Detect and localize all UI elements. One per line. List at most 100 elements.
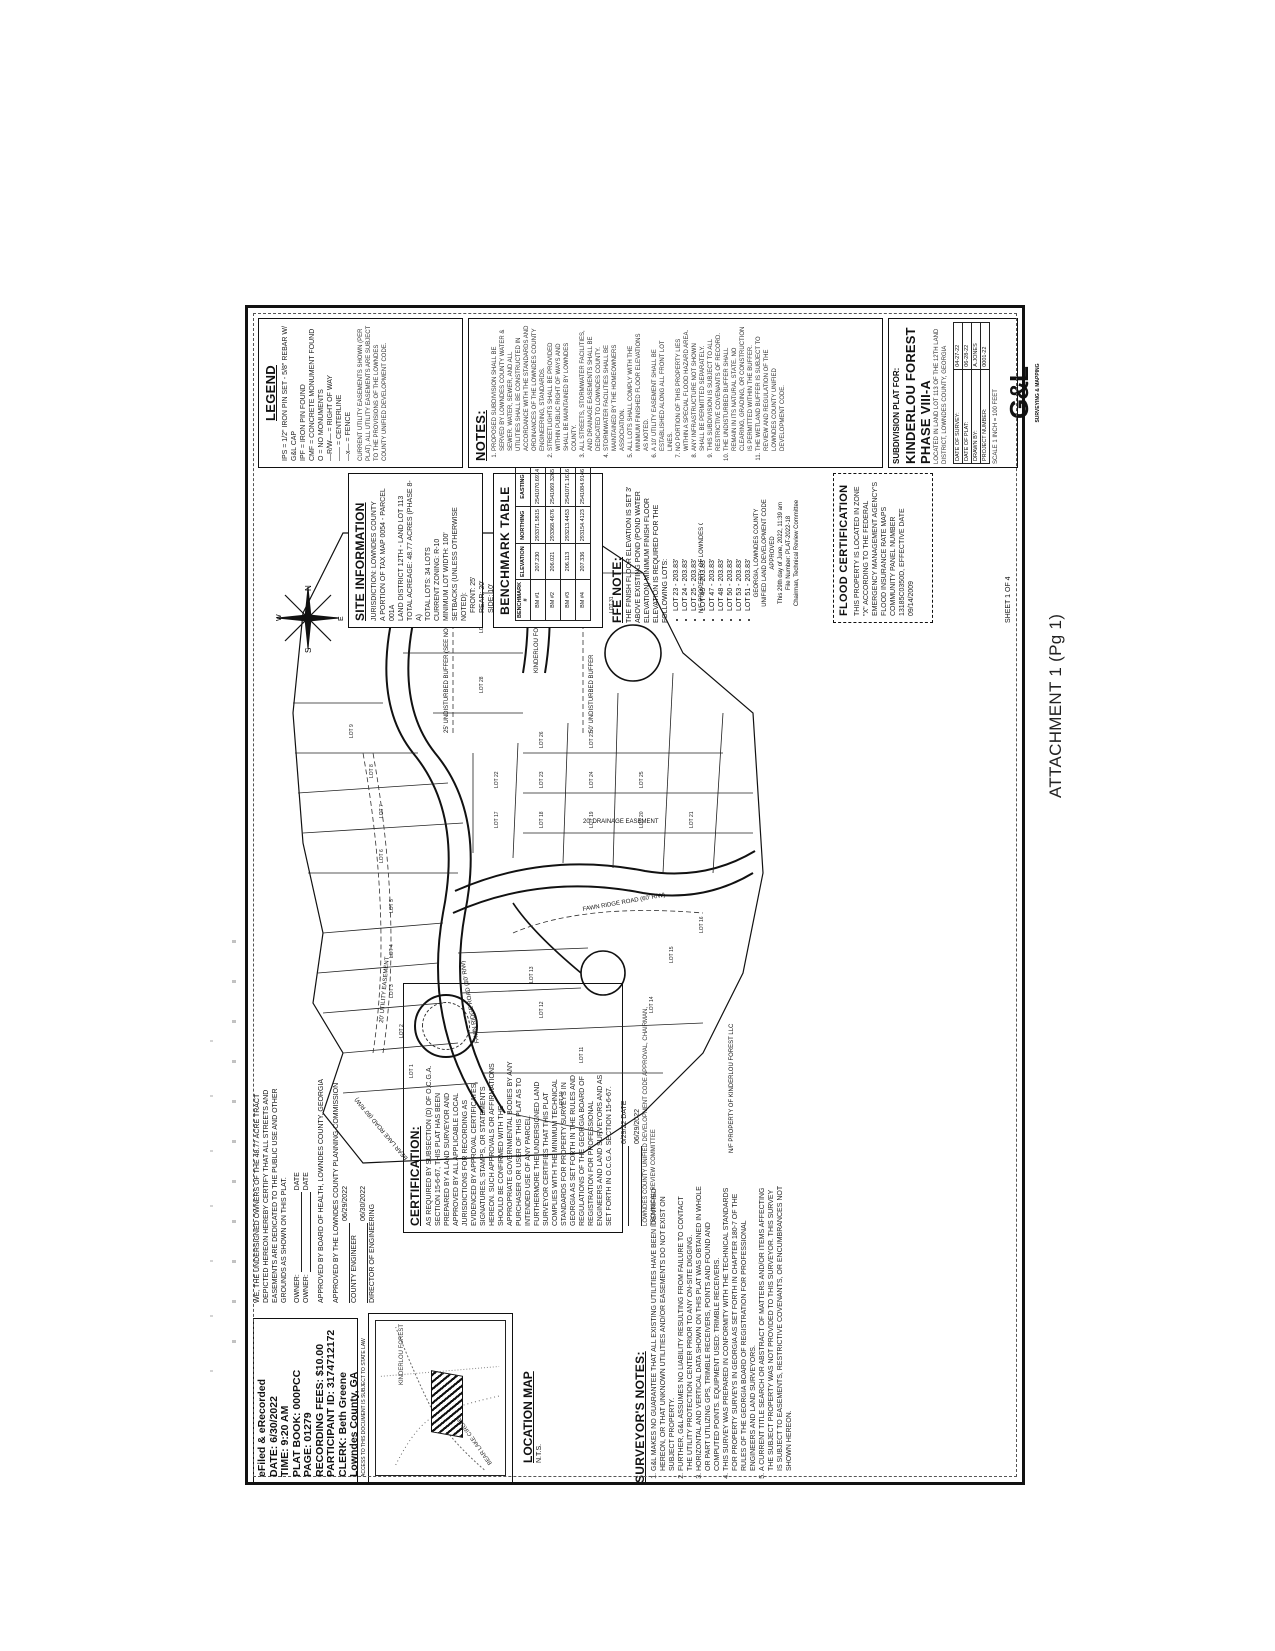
svg-text:N: N bbox=[304, 585, 313, 591]
approval-line: UNIFIED LAND DEVELOPMENT CODE bbox=[762, 499, 768, 607]
surveyor-notes-title: SURVEYOR'S NOTES: bbox=[633, 1351, 647, 1483]
legend-title: LEGEND bbox=[263, 365, 278, 421]
site-info-line: MINIMUM LOT WIDTH: 100' bbox=[443, 532, 450, 621]
legend-item: IPS = 1/2" IRON PIN SET - 5/8" REBAR W/ … bbox=[282, 326, 298, 461]
table-row: BM #2 206.021 293368.4676 2541069.3265 P… bbox=[545, 447, 561, 621]
cell: PROJECT NUMBER: bbox=[980, 369, 990, 464]
title-block-title: KINDERLOU FOREST PHASE VIII-A bbox=[903, 327, 933, 464]
site-info-line: TOTAL LOTS: 34 LOTS bbox=[425, 547, 432, 621]
svg-text:S: S bbox=[304, 648, 313, 653]
title-block-table: DATE OF SURVEY:04-27-22 DATE OF PLAT:06-… bbox=[953, 322, 990, 464]
svg-text:LOT 24: LOT 24 bbox=[589, 771, 595, 788]
legend-item: CMF = CONCRETE MONUMENT FOUND bbox=[309, 328, 316, 461]
location-map-title: LOCATION MAP bbox=[521, 1371, 535, 1463]
site-info-line: A PORTION OF TAX MAP 0054 - PARCEL 001A bbox=[380, 488, 396, 621]
site-info-line: SETBACKS (UNLESS OTHERWISE NOTED): bbox=[452, 507, 468, 621]
svg-text:20' UTILITY EASEMENT: 20' UTILITY EASEMENT bbox=[379, 956, 391, 1023]
cell: 293371.5815 bbox=[530, 506, 546, 544]
cell: 06-28-22 bbox=[962, 322, 972, 370]
svg-text:LOT 4: LOT 4 bbox=[389, 944, 395, 958]
svg-text:LOT 3: LOT 3 bbox=[389, 984, 395, 998]
table-row: BM #4 207.336 293154.4123 2541084.9146 P… bbox=[575, 447, 591, 621]
cell: 293368.4676 bbox=[545, 506, 561, 544]
svg-text:25' UNDISTURBED BUFFER (SEE NO: 25' UNDISTURBED BUFFER (SEE NOTE #10) bbox=[444, 607, 450, 733]
ffe-lot: LOT 45 - 203.83' bbox=[699, 473, 708, 611]
svg-text:LOT 25: LOT 25 bbox=[639, 771, 645, 788]
map-label-forest: KINDERLOU FOREST bbox=[399, 1323, 405, 1385]
owner-label-2: OWNER: bbox=[303, 1274, 310, 1303]
location-map-frame: KINDERLOU FOREST BEAR LAKE CIRCLE bbox=[375, 1320, 506, 1476]
svg-text:LOT 18: LOT 18 bbox=[539, 811, 545, 828]
svg-text:LOT 11: LOT 11 bbox=[579, 1047, 585, 1063]
plat-rotated-canvas: eFiled & eRecorded DATE: 6/30/2022 TIME:… bbox=[253, 313, 1041, 1483]
cell: 0001-22 bbox=[980, 322, 990, 370]
svg-text:LOT 27: LOT 27 bbox=[589, 731, 595, 748]
note-item: A 10' UTILITY EASEMENT SHALL BE ESTABLIS… bbox=[651, 325, 675, 451]
site-info-title: SITE INFORMATION bbox=[353, 502, 367, 621]
svg-text:LOT 22: LOT 22 bbox=[494, 771, 500, 788]
plan-drawing: FAWN RIDGE ROAD (60' R/W) FAWN RIDGE ROA… bbox=[292, 500, 764, 1164]
svg-text:LOT 10: LOT 10 bbox=[559, 1091, 565, 1108]
cell: 293154.4123 bbox=[575, 506, 591, 544]
cell: 2541069.3265 bbox=[545, 466, 561, 507]
site-info-line: REAR: 20' bbox=[479, 580, 486, 613]
ffe-lot: LOT 25 - 203.83' bbox=[690, 473, 699, 611]
svg-text:LOT 31: LOT 31 bbox=[609, 596, 615, 613]
ffe-note: FFE NOTE: THE FINISH FLOOR ELEVATION IS … bbox=[610, 473, 753, 623]
benchmark-col-header: ELEVATION bbox=[515, 543, 531, 580]
legend-item: —R/W— = RIGHT OF WAY bbox=[327, 374, 334, 461]
recording-stamp: eFiled & eRecorded DATE: 6/30/2022 TIME:… bbox=[253, 1318, 367, 1483]
scale-label: SCALE bbox=[993, 444, 999, 464]
stamp-line1: eFiled & eRecorded bbox=[256, 1378, 268, 1477]
owner-signature-line-2 bbox=[302, 1192, 311, 1273]
note-item: PROPOSED SUBDIVISION SHALL BE SERVED BY … bbox=[491, 325, 547, 451]
flood-text: THIS PROPERTY IS LOCATED IN ZONE "X" ACC… bbox=[854, 481, 915, 616]
svg-text:LOT 12: LOT 12 bbox=[539, 1001, 545, 1018]
engineer-sign-date: 06/29/2022 bbox=[342, 1186, 349, 1222]
cell: 04-27-22 bbox=[953, 322, 963, 370]
gl-logo-subtitle: SURVEYING & MAPPING bbox=[1035, 363, 1041, 423]
cell: BM #3 bbox=[560, 579, 576, 621]
stamp-page: PAGE: 01279 bbox=[302, 1412, 314, 1477]
svg-text:N/F PROPERTY OF LOWNDES COUNTY: N/F PROPERTY OF LOWNDES COUNTY bbox=[699, 523, 705, 613]
table-row: DRAWN BY:A.JONES bbox=[971, 322, 981, 464]
stamp-participant: PARTICIPANT ID: 3174712172 bbox=[325, 1329, 337, 1477]
cell: 2541071.1616 bbox=[560, 466, 576, 507]
svg-text:LOT 6: LOT 6 bbox=[379, 849, 385, 863]
scan-artifact bbox=[210, 1040, 213, 1420]
site-info-line: JURISDICTION: LOWNDES COUNTY bbox=[371, 501, 378, 621]
legend-box: LEGEND IPS = 1/2" IRON PIN SET - 5/8" RE… bbox=[258, 318, 463, 468]
svg-text:LOT 23: LOT 23 bbox=[539, 771, 545, 788]
note-item: ANY INFRASTRUCTURE NOT SHOWN SHALL BE PE… bbox=[691, 325, 707, 451]
note-item: ALL LOTS SHALL COMPLY WITH THE MINIMUM F… bbox=[627, 325, 651, 451]
svg-text:LOT 7: LOT 7 bbox=[379, 804, 385, 818]
table-row: DATE OF SURVEY:04-27-22 bbox=[953, 322, 963, 464]
benchmark-col-header: EASTING bbox=[515, 466, 531, 507]
svg-text:LOT 2: LOT 2 bbox=[399, 1024, 405, 1038]
site-info-line: LAND DISTRICT 12TH - LAND LOT 113 bbox=[398, 495, 405, 621]
cell: A.JONES bbox=[971, 322, 981, 370]
notes-list: PROPOSED SUBDIVISION SHALL BE SERVED BY … bbox=[491, 325, 787, 461]
surveyor-notes-list: G&L MAKES NO GUARANTEE THAT ALL EXISTING… bbox=[650, 1183, 794, 1483]
site-information-box: SITE INFORMATION JURISDICTION: LOWNDES C… bbox=[348, 473, 531, 628]
approval-line: APPROVED bbox=[770, 536, 776, 570]
ffe-lot: LOT 48 - 203.83' bbox=[717, 473, 726, 611]
location-map: KINDERLOU FOREST BEAR LAKE CIRCLE bbox=[368, 1313, 513, 1483]
notes-title: NOTES: bbox=[473, 410, 488, 461]
benchmark-col-header: NORTHING bbox=[515, 506, 531, 544]
note-item: STREETLIGHTS SHALL BE PROVIDED WITHIN PU… bbox=[547, 325, 579, 451]
note-item: STORMWATER FACILITIES SHALL BE MAINTAINE… bbox=[603, 325, 627, 451]
note-item: NO PORTION OF THIS PROPERTY LIES WITHIN … bbox=[675, 325, 691, 451]
svg-text:LOT 28: LOT 28 bbox=[479, 676, 485, 693]
compass-rose-icon: N S W E bbox=[276, 585, 345, 653]
ffe-title: FFE NOTE: bbox=[610, 556, 624, 623]
benchmark-title: BENCHMARK TABLE bbox=[498, 486, 512, 615]
site-info-line: TOTAL ACREAGE: 48.77 ACRES (PHASE 8-A) bbox=[407, 480, 423, 621]
svg-text:LOT 26: LOT 26 bbox=[539, 731, 545, 748]
attachment-label: ATTACHMENT 1 (Pg 1) bbox=[1046, 613, 1065, 798]
svg-text:E: E bbox=[338, 616, 343, 621]
cell: BM #1 bbox=[530, 579, 546, 621]
director-sign-date: 06/30/2022 bbox=[360, 1186, 367, 1222]
ffe-lot: LOT 53 - 203.83' bbox=[735, 473, 744, 611]
surveyor-note: G&L MAKES NO GUARANTEE THAT ALL EXISTING… bbox=[650, 1183, 677, 1471]
